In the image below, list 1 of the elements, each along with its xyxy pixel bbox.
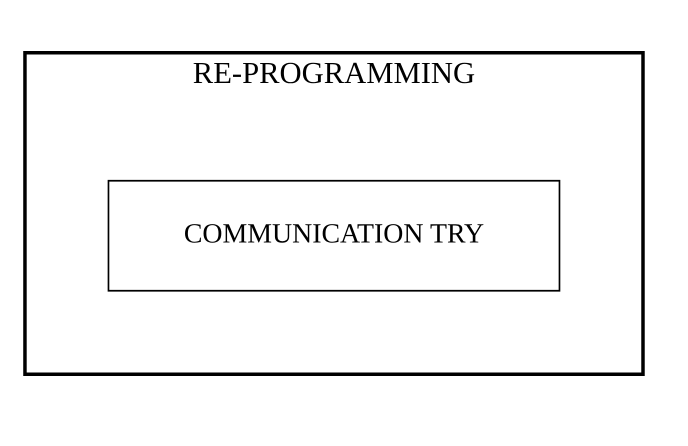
node-box: COMMUNICATION TRY — [108, 179, 560, 292]
